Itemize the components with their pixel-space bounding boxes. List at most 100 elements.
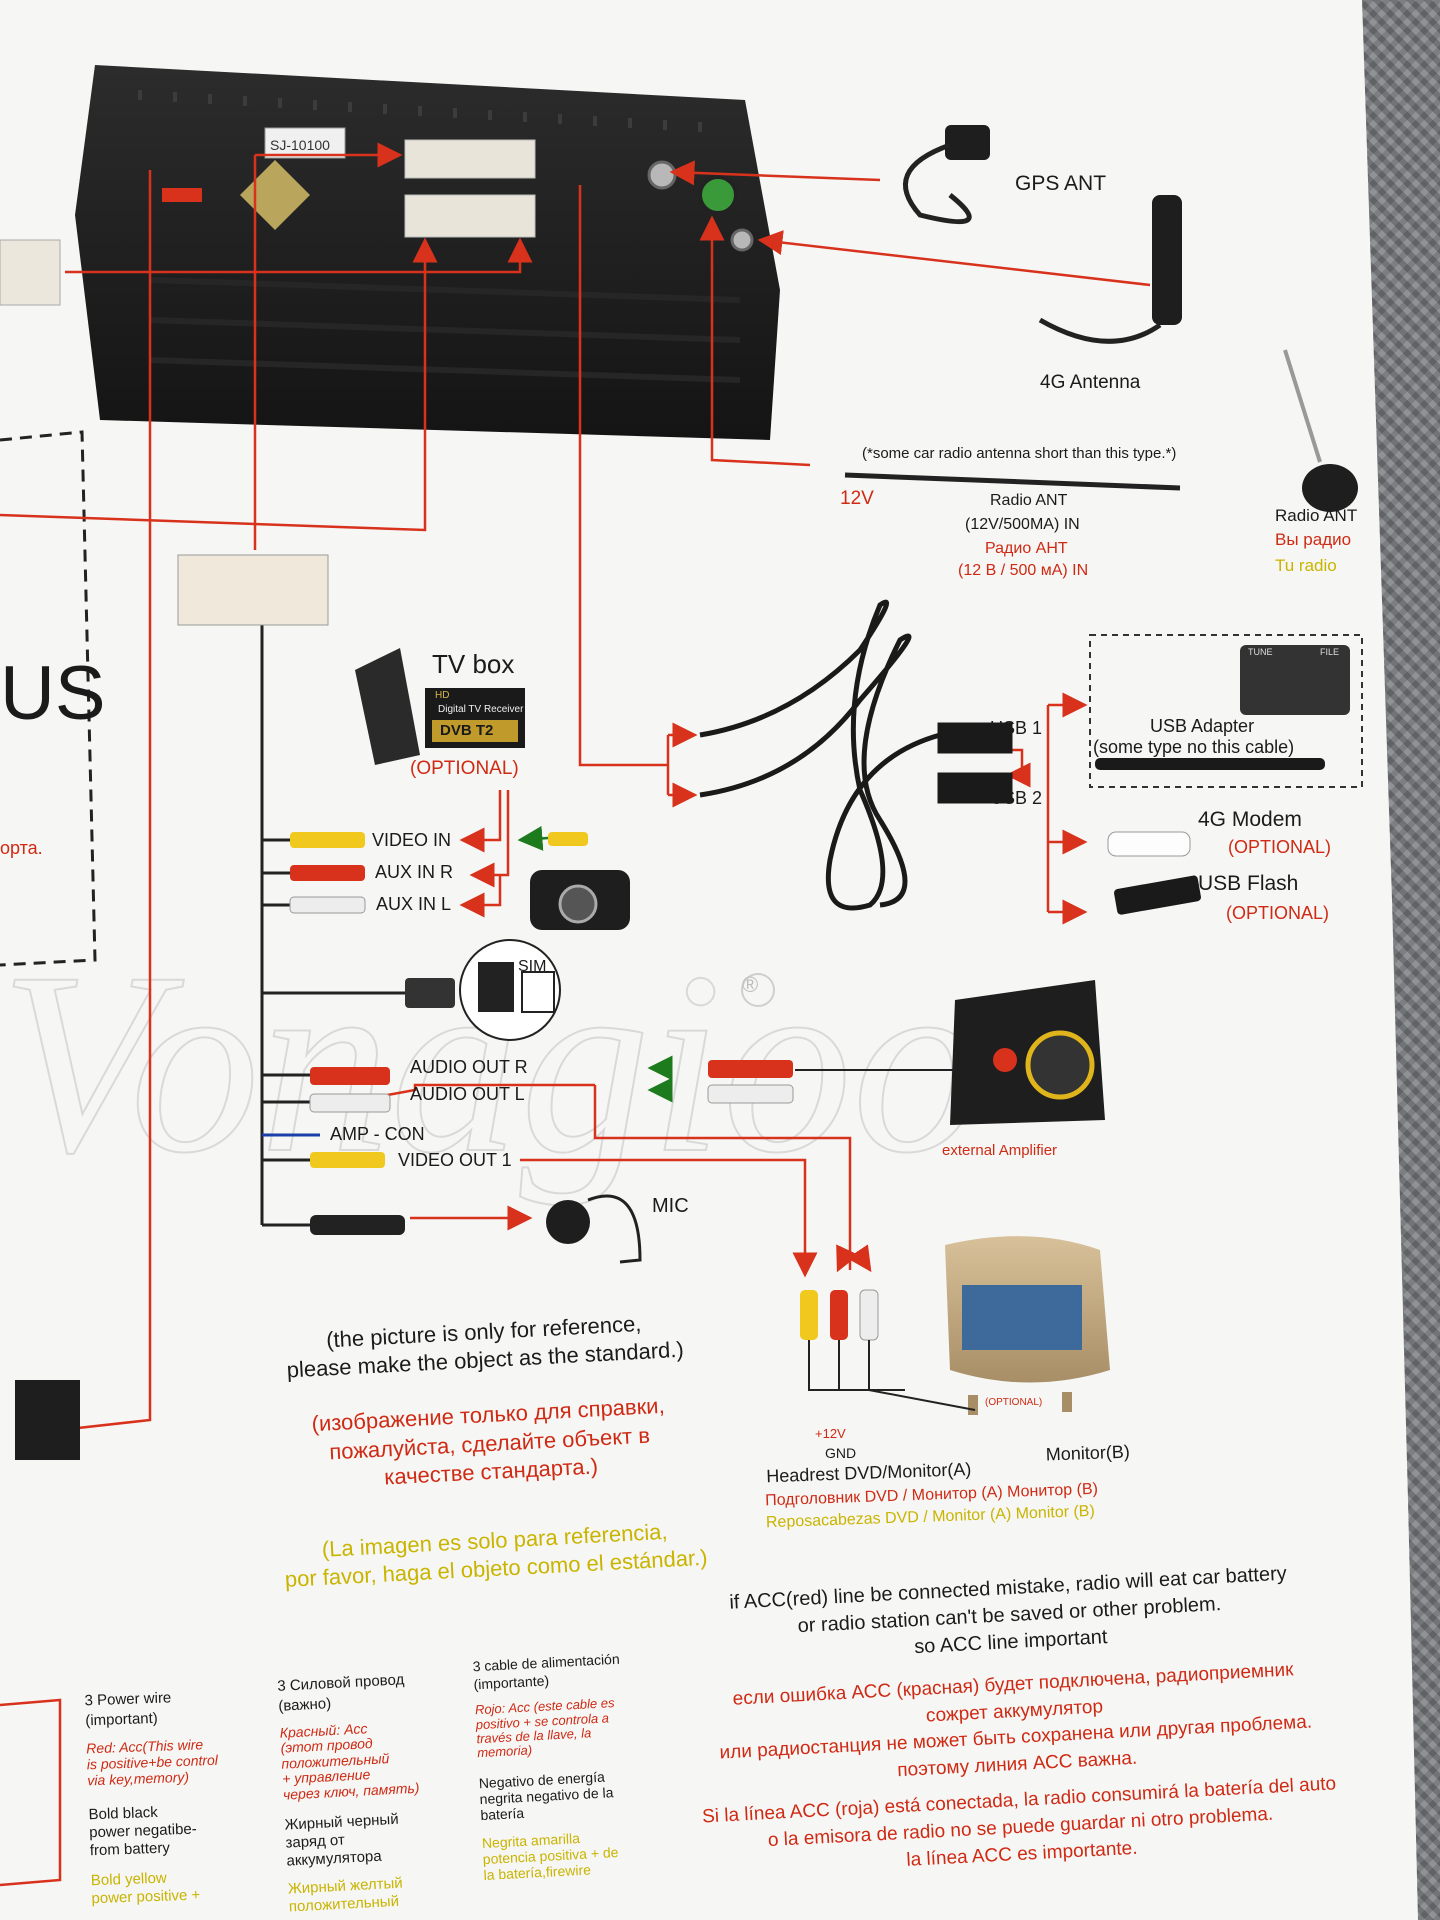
unit-sticker xyxy=(264,127,346,159)
registered-mark: ® xyxy=(742,972,759,997)
tv-box-title: TV box xyxy=(432,649,515,679)
power-wire-ru: 3 Силовой провод (важно) Красный: Acc (э… xyxy=(277,1667,469,1916)
wire-radio-port xyxy=(757,230,1151,287)
radio-port xyxy=(730,228,754,252)
wire-tv-video xyxy=(469,790,510,888)
external-amplifier-label: external Amplifier xyxy=(942,1142,1058,1159)
4g-antenna-label: 4G Antenna xyxy=(1040,372,1141,393)
canbus-box xyxy=(0,430,97,967)
wire-gps xyxy=(669,160,881,186)
aux-in-l-label: AUX IN L xyxy=(376,894,452,914)
aux-in-r-label: AUX IN R xyxy=(375,862,454,882)
headrest-label-en: Headrest DVD/Monitor(A) xyxy=(765,1459,972,1487)
sim-slot xyxy=(405,939,561,1041)
microphone xyxy=(546,1194,642,1264)
4g-modem-optional: (OPTIONAL) xyxy=(1228,837,1332,857)
antenna-length-note: (*some car radio antenna short than this… xyxy=(862,445,1177,462)
video-out-label: VIDEO OUT 1 xyxy=(398,1150,512,1170)
acc-warning: if ACC(red) line be connected mistake, r… xyxy=(683,1558,1347,1885)
radio-ant-in-spec-ru: (12 В / 500 мА) IN xyxy=(958,562,1089,579)
wire-antenna xyxy=(699,215,811,467)
wire-headrest-power xyxy=(593,1085,852,1270)
red-led-connector xyxy=(162,188,202,202)
rca-inputs xyxy=(289,832,366,914)
tv-box-dvb-label: DVB T2 xyxy=(440,722,494,739)
headrest-gnd: GND xyxy=(825,1445,857,1461)
wire-side-plug xyxy=(65,237,533,274)
usb-flash-device xyxy=(1114,875,1201,915)
registered-mark-circle xyxy=(741,973,775,1007)
connector-top xyxy=(404,139,536,179)
usb-cable xyxy=(699,599,1013,911)
radio-ant-in-label-ru: Радио АНТ xyxy=(985,540,1068,557)
radio-ant-in-label: Radio ANT xyxy=(990,492,1068,509)
usb-adapter-cable xyxy=(1095,758,1325,770)
usb-adapter-note: (some type no this cable) xyxy=(1093,737,1295,757)
4g-modem-device xyxy=(1107,831,1191,857)
radio-12v-label: 12V xyxy=(840,488,874,509)
green-arrow-camera xyxy=(517,825,549,851)
amplifier-device xyxy=(707,980,1105,1125)
wire-aux-l xyxy=(459,875,502,918)
usb-flash-label: USB Flash xyxy=(1198,872,1299,895)
wire-power-bracket xyxy=(0,1698,62,1887)
headrest-12v: +12V xyxy=(815,1426,846,1441)
wire-usb-trunk xyxy=(578,185,668,767)
wire-power xyxy=(59,170,152,1432)
headrest-monitor xyxy=(800,1236,1110,1415)
gps-port xyxy=(647,160,677,190)
video-in-label: VIDEO IN xyxy=(372,830,452,850)
usb1-label: USB 1 xyxy=(990,718,1043,738)
dash-camera xyxy=(530,832,630,930)
radio-ant-label-es: Tu radio xyxy=(1275,556,1337,575)
radio-ant-label: Radio ANT xyxy=(1275,506,1358,525)
canbus-partial-title: US xyxy=(0,651,106,736)
audio-out-r-label: AUDIO OUT R xyxy=(410,1057,528,1077)
wire-video-out xyxy=(520,1158,818,1278)
wire-headrest-arrow-l xyxy=(836,1244,859,1273)
power-wire-es: 3 cable de alimentación (importante) Roj… xyxy=(472,1647,684,1883)
wire-usb2-return xyxy=(1005,748,1031,788)
head-unit: SJ-10100 xyxy=(75,65,780,440)
usb2-label: USB 2 xyxy=(990,788,1043,808)
audio-out-plugs xyxy=(309,1067,405,1235)
tv-box-hd-logo: HD xyxy=(435,690,450,701)
unit-sticker-text: SJ-10100 xyxy=(270,137,330,153)
headrest-caption: Headrest DVD/Monitor(A) Monitor(B) Подго… xyxy=(764,1442,1186,1535)
gps-antenna xyxy=(902,125,990,225)
4g-modem-label: 4G Modem xyxy=(1198,808,1302,831)
usb-adapter-file-label: FILE xyxy=(1320,647,1340,657)
tv-box-device xyxy=(355,648,525,765)
radio-antenna xyxy=(844,349,1358,512)
usb-flash-optional: (OPTIONAL) xyxy=(1226,903,1330,923)
4g-antenna xyxy=(1038,195,1182,344)
usb-adapter-box xyxy=(1089,634,1363,788)
mic-label: MIC xyxy=(652,1195,689,1217)
amp-con-label: AMP - CON xyxy=(330,1124,425,1144)
usb-adapter-panel xyxy=(1240,645,1350,715)
power-wire-en: 3 Power wire (important) Red: Acc(This w… xyxy=(84,1685,281,1909)
audio-out-l-label: AUDIO OUT L xyxy=(410,1084,525,1104)
reference-note: (the picture is only for reference, plea… xyxy=(253,1306,726,1596)
4g-port xyxy=(698,175,738,215)
tv-box-receiver-label: Digital TV Receiver xyxy=(438,704,524,715)
qa-sticker xyxy=(240,160,310,230)
harness-connector xyxy=(177,554,329,626)
iso-connector xyxy=(15,1380,80,1460)
wire-canbus xyxy=(0,237,438,532)
tv-box-optional: (OPTIONAL) xyxy=(410,758,519,779)
headrest-optional: (OPTIONAL) xyxy=(985,1397,1043,1408)
canbus-partial-text: орта. xyxy=(0,838,43,858)
radio-ant-in-spec: (12V/500MA) IN xyxy=(965,516,1080,533)
wire-video-in xyxy=(459,790,502,853)
side-plug xyxy=(0,239,61,306)
usb-adapter-tune-label: TUNE xyxy=(1248,647,1273,657)
monitor-b-label: Monitor(B) xyxy=(1045,1441,1131,1465)
wire-headrest-arrow-r xyxy=(847,1244,872,1273)
connector-bottom xyxy=(404,194,536,238)
radio-ant-label-ru: Вы радио xyxy=(1275,530,1352,549)
usb-adapter-label: USB Adapter xyxy=(1150,716,1255,736)
sim-label: SIM xyxy=(518,958,547,975)
